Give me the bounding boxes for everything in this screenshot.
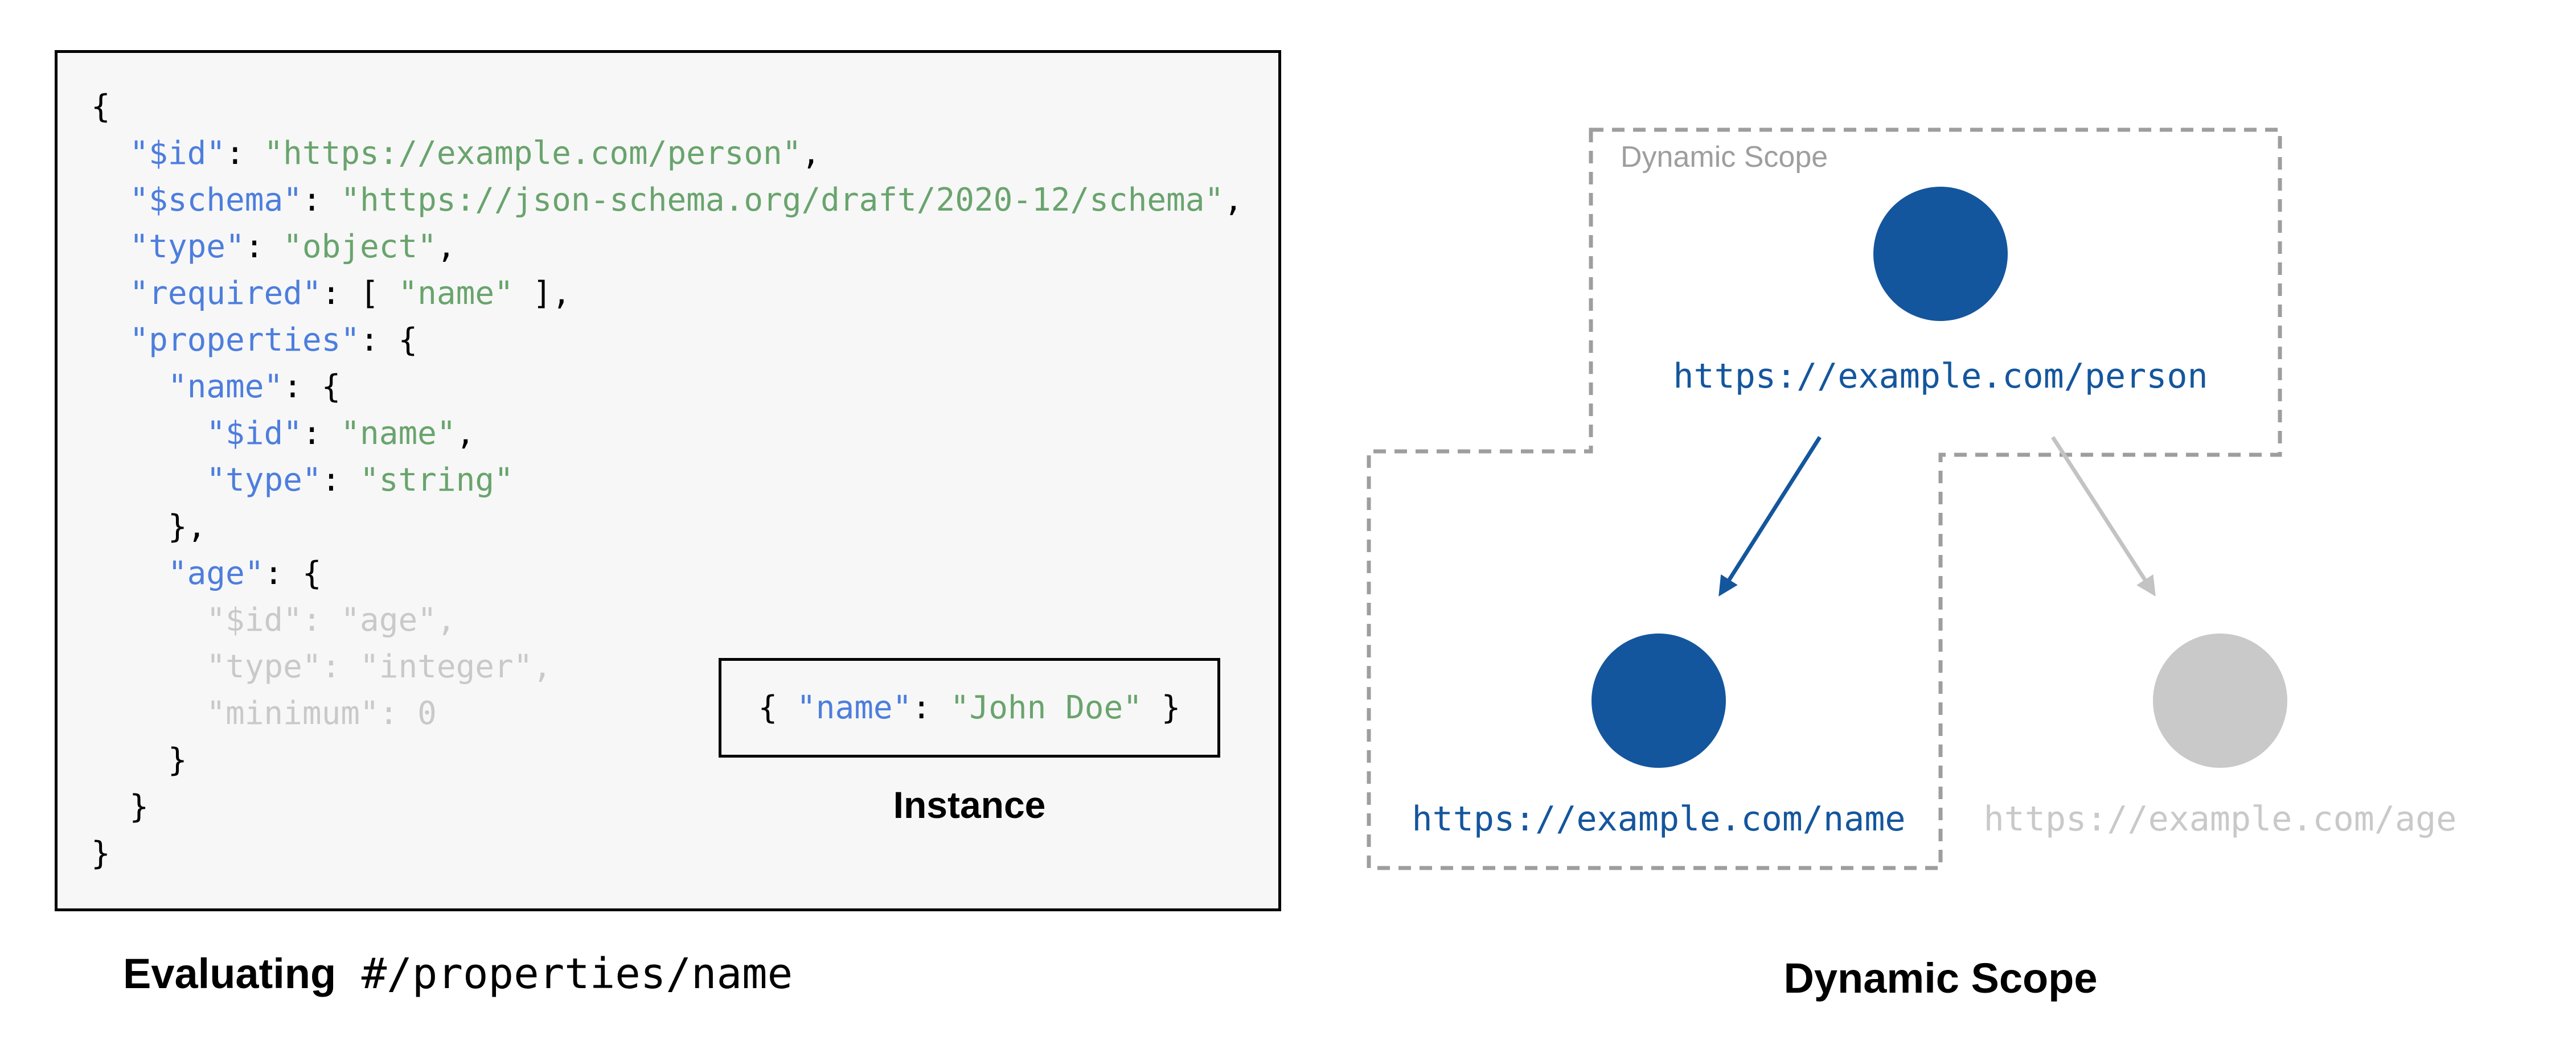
caption-evaluating-word: Evaluating [123, 950, 337, 997]
age-url-label: https://example.com/age [1983, 799, 2457, 839]
code-line: "type": "object", [129, 228, 456, 265]
code-line: } [91, 742, 187, 779]
code-line: "required": [ "name" ], [129, 275, 571, 312]
code-line: "properties": { [129, 322, 418, 359]
code-line: { [91, 88, 110, 125]
instance-box: { "name": "John Doe" } [719, 658, 1220, 758]
code-line: "name": { [167, 368, 341, 405]
arrow-to-name [1718, 436, 1822, 597]
caption-evaluating-pointer: #/properties/name [336, 949, 793, 998]
arrow-to-age [2051, 436, 2156, 597]
name-node [1591, 634, 1726, 768]
age-node [2153, 634, 2287, 768]
scope-outline [1367, 127, 2282, 870]
code-line: "type": "string" [206, 462, 514, 499]
caption-evaluating: Evaluating #/properties/name [123, 949, 793, 998]
code-line: }, [91, 508, 207, 545]
code-line: "age": { [167, 555, 322, 592]
code-line: "minimum": 0 [91, 695, 437, 732]
scope-region-label: Dynamic Scope [1621, 141, 1828, 174]
person-node [1873, 187, 2008, 321]
code-line: "type": "integer", [91, 648, 552, 685]
code-line: } [91, 835, 110, 872]
person-url-label: https://example.com/person [1673, 356, 2208, 396]
name-url-label: https://example.com/name [1412, 799, 1906, 839]
caption-dynamic-scope: Dynamic Scope [1783, 955, 2098, 1002]
code-line: "$id": "https://example.com/person", [129, 135, 821, 172]
schema-box: { "$id": "https://example.com/person", "… [55, 50, 1281, 911]
schema-code: { "$id": "https://example.com/person", "… [91, 84, 1243, 877]
code-line: } [91, 788, 149, 825]
instance-code: { "name": "John Doe" } [758, 689, 1181, 726]
code-line: "$id": "name", [206, 415, 475, 452]
code-line: "$id": "age", [91, 602, 456, 639]
code-line: "$schema": "https://json-schema.org/draf… [129, 182, 1243, 219]
instance-label: Instance [893, 784, 1046, 826]
